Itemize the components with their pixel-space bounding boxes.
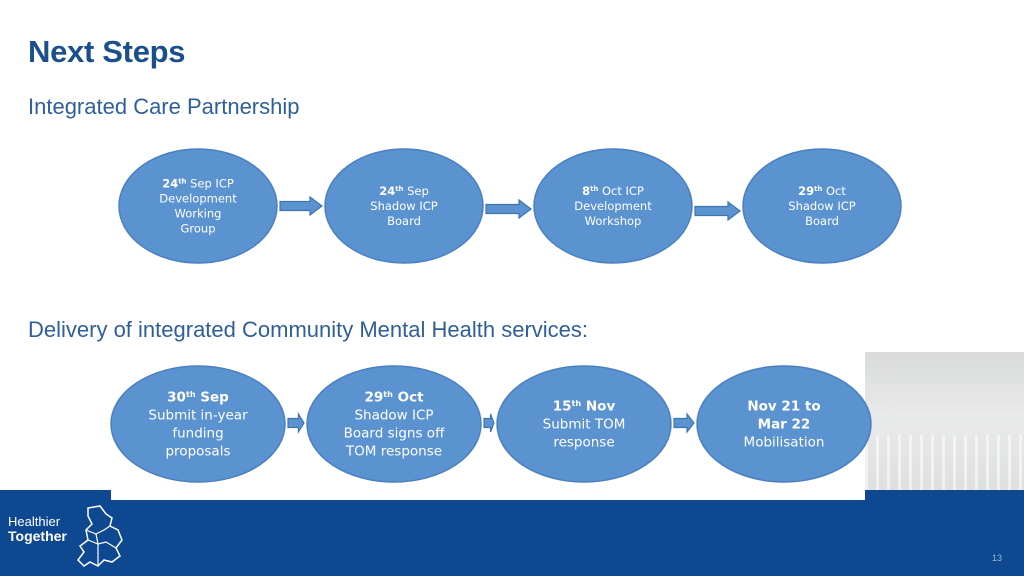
icp-flow: 24th Sep ICPDevelopmentWorkingGroup24th … (118, 148, 902, 264)
logo-text-together: Together (8, 528, 67, 544)
icp-node-3-line-2: Workshop (585, 214, 642, 228)
icp-node-2-line-1: Shadow ICP (370, 199, 437, 213)
icp-node-1-date: 24th Sep ICP (162, 177, 234, 191)
cmh-node-2-line-1: Shadow ICP (354, 408, 433, 424)
cmh-node-1-line-2: funding (172, 426, 223, 442)
cmh-arrow-2 (483, 413, 495, 433)
icp-node-4 (742, 148, 902, 264)
icp-node-3-line-1: Development (574, 199, 652, 213)
cmh-node-3-date: 15th Nov (553, 398, 616, 415)
cmh-node-1-line-3: proposals (165, 444, 230, 460)
cmh-node-1-line-1: Submit in-year (148, 408, 248, 424)
section-heading-mental-health: Delivery of integrated Community Mental … (28, 317, 589, 342)
icp-node-1-line-2: Working (175, 207, 222, 221)
icp-node-1-line-1: Development (159, 192, 237, 206)
icp-node-2-date: 24th Sep (379, 184, 429, 198)
footer-band (0, 490, 1024, 576)
cmh-node-2-line-3: TOM response (345, 444, 442, 460)
photo-railing (865, 435, 1024, 497)
region-map-icon (77, 505, 123, 567)
icp-node-4-line-2: Board (805, 214, 839, 228)
slide-title: Next Steps (28, 34, 186, 69)
icp-node-3-date: 8th Oct ICP (582, 184, 644, 198)
cmh-node-3-line-1: Submit TOM (543, 417, 626, 433)
cmh-node-4-line-2: Mobilisation (744, 435, 825, 451)
cmh-node-2-date: 29th Oct (364, 389, 424, 406)
cmh-node-2-line-2: Board signs off (344, 426, 445, 442)
cmh-node-1 (110, 365, 286, 483)
cmh-arrow-1 (287, 411, 305, 435)
section-heading-icp: Integrated Care Partnership (28, 94, 300, 119)
icp-arrow-2 (485, 198, 532, 220)
icp-node-4-line-1: Shadow ICP (788, 199, 855, 213)
cmh-node-2 (306, 365, 482, 483)
cmh-arrow-3 (673, 412, 695, 434)
icp-node-3 (533, 148, 693, 264)
cmh-node-1-date: 30th Sep (167, 389, 229, 406)
page-number: 13 (991, 553, 1002, 563)
cmh-node-4-line-1: Mar 22 (758, 417, 811, 433)
cmh-node-4-date: Nov 21 to (747, 399, 820, 415)
logo-text-healthier: Healthier (8, 514, 61, 529)
healthier-together-logo: Healthier Together (0, 500, 130, 576)
icp-arrow-3 (694, 200, 741, 222)
icp-node-1 (118, 148, 278, 264)
cmh-node-3-line-2: response (553, 435, 614, 451)
icp-arrow-1 (279, 195, 323, 217)
icp-node-4-date: 29th Oct (798, 184, 846, 198)
background-photo (865, 352, 1024, 497)
icp-node-1-line-3: Group (180, 222, 215, 236)
icp-node-2 (324, 148, 484, 264)
cmh-node-3 (496, 365, 672, 483)
cmh-node-4 (696, 365, 872, 483)
icp-node-2-line-2: Board (387, 214, 421, 228)
